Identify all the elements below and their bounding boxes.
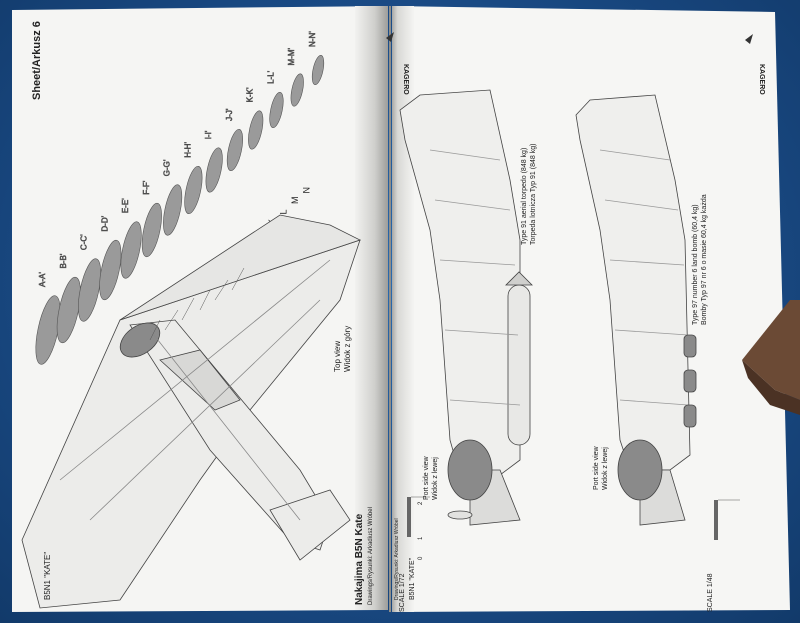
top-view-label-pl: Widok z góry [343, 326, 352, 372]
section-label-9: I-I' [204, 130, 213, 139]
cross-section-13 [290, 73, 304, 107]
bomb-label-pl: Bomby Typ 97 nr 6 o masie 60,4 kg każda [701, 194, 708, 325]
scale-bar-left: SCALE 1/72 0 1 2 [399, 496, 430, 612]
kagero-logo-right: KAGERO [745, 34, 765, 95]
bomb-label: Type 97 number 6 land bomb (60,4 kg) [692, 204, 699, 325]
cross-section-4 [99, 239, 122, 301]
svg-text:1: 1 [418, 536, 424, 540]
section-label-12: L-L' [266, 70, 275, 84]
side-view-bombs [575, 94, 697, 526]
station-letter-M: M [290, 197, 300, 205]
cross-section-8 [184, 165, 203, 215]
cross-section-14 [311, 54, 325, 86]
scale-bar-right: SCALE 1/48 [707, 499, 740, 612]
cross-sections: A-A' B-B' C-C' D-D' E-E' F-F' G-G' H-H' I-I' J-J'… [35, 30, 325, 365]
station-letter-L: L [279, 209, 289, 214]
section-label-11: K-K' [246, 87, 255, 102]
section-label-14: N-N' [308, 31, 317, 47]
cross-section-11 [248, 110, 264, 150]
section-label-8: H-H' [183, 142, 192, 158]
cross-section-9 [205, 147, 223, 193]
cross-section-10 [226, 128, 243, 172]
section-label-10: J-J' [225, 108, 234, 121]
cross-section-2 [56, 276, 81, 344]
credits: Drawings/Rysunki: Arkadiusz Wróbel [368, 507, 374, 605]
leader-lines [149, 267, 245, 341]
section-label-2: B-B' [59, 253, 68, 268]
section-label-3: C-C' [80, 234, 89, 250]
section-label-13: M-M' [287, 47, 296, 65]
kagero-logo: KAGERO [386, 32, 409, 95]
section-label-1: A-A' [38, 272, 47, 287]
wooden-block [742, 300, 800, 400]
section-label-6: F-F' [142, 180, 151, 194]
top-view-label: Top view [333, 341, 342, 372]
port-side-label-2: Port side view [593, 445, 600, 490]
section-label-5: E-E' [121, 198, 130, 213]
section-label-4: D-D' [100, 215, 109, 231]
svg-text:2: 2 [418, 501, 424, 505]
side-label: B5N1 "KATE" [43, 552, 52, 600]
port-side-label-pl: Widok z lewej [432, 457, 439, 500]
svg-text:SCALE 1/48: SCALE 1/48 [707, 573, 714, 612]
svg-text:SCALE 1/72: SCALE 1/72 [399, 573, 406, 612]
section-label-7: G-G' [163, 159, 172, 176]
cross-section-12 [269, 91, 284, 129]
torpedo-label: Type 91 aerial torpedo (848 kg) [521, 148, 528, 245]
station-letter-N: N [302, 187, 312, 194]
cross-section-7 [163, 184, 183, 236]
top-view-aircraft [21, 214, 362, 609]
cross-section-5 [120, 221, 142, 279]
cross-section-3 [78, 258, 102, 322]
port-side-label-2-pl: Widok z lewej [602, 447, 609, 490]
port-side-label: Port side view [423, 455, 430, 500]
side-view-torpedo [399, 89, 533, 526]
side-label-right: B5N1 "KATE" [409, 557, 416, 600]
svg-text:KAGERO: KAGERO [758, 64, 765, 95]
cross-section-6 [141, 202, 162, 258]
torpedo-label-pl: Torpeda lotnicza Typ 91 (848 kg) [530, 144, 537, 245]
svg-text:0: 0 [418, 556, 424, 560]
svg-text:KAGERO: KAGERO [402, 64, 409, 95]
aircraft-name: Nakajima B5N Kate [354, 513, 365, 605]
credits-right: Drawings/Rysunki: Arkadiusz Wróbel [394, 518, 400, 600]
sheet-label: Sheet/Arkusz 6 [31, 21, 43, 100]
